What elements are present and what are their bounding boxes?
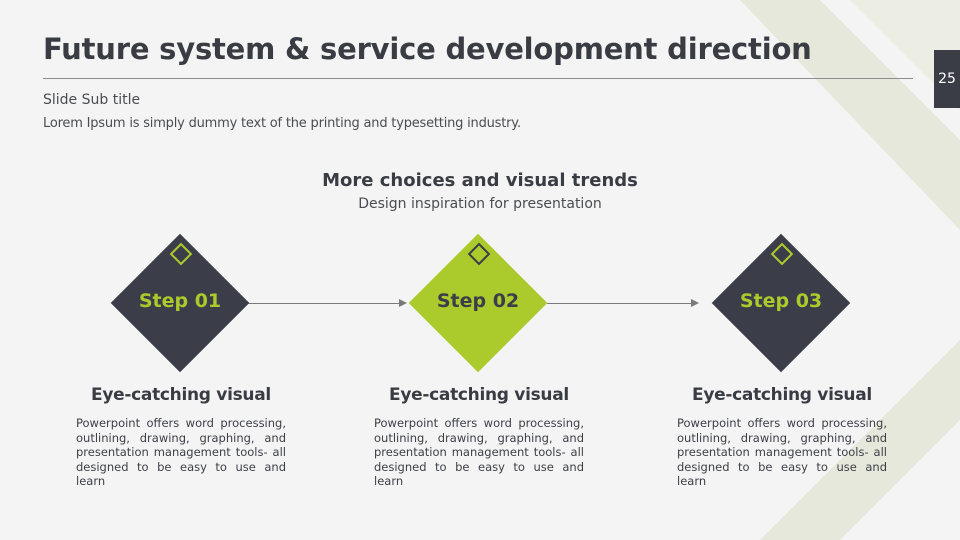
step-1-label: Step 01 (138, 290, 222, 312)
connector-arrow-1 (247, 299, 407, 307)
step-3-label: Step 03 (739, 290, 823, 312)
slide-subtitle: Slide Sub title (43, 92, 141, 108)
slide-title: Future system & service development dire… (43, 32, 812, 66)
section-heading: More choices and visual trends (322, 170, 638, 191)
connector-arrow-2 (547, 299, 699, 307)
page-number: 25 (934, 50, 960, 108)
step-1-title: Eye-catching visual (91, 385, 271, 405)
slide-description: Lorem Ipsum is simply dummy text of the … (43, 116, 521, 131)
title-divider (43, 78, 913, 79)
step-3-text: Powerpoint offers word processing, outli… (677, 416, 887, 488)
step-2-text: Powerpoint offers word processing, outli… (374, 416, 584, 488)
step-2-title: Eye-catching visual (389, 385, 569, 405)
step-3-title: Eye-catching visual (692, 385, 872, 405)
step-1-text: Powerpoint offers word processing, outli… (76, 416, 286, 488)
step-2-label: Step 02 (436, 290, 520, 312)
section-subheading: Design inspiration for presentation (358, 196, 602, 212)
